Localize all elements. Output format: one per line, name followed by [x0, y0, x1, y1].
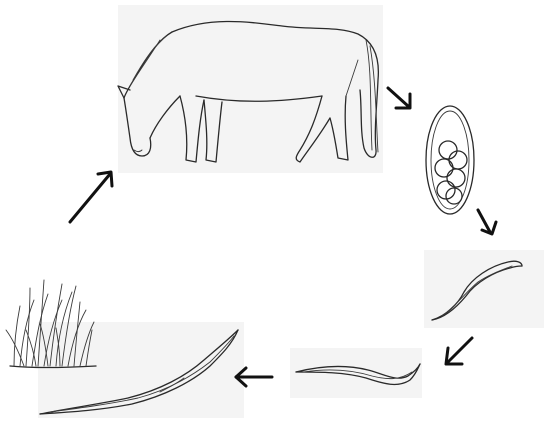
parasite-egg-icon	[426, 106, 474, 214]
arrow-larva-l2-to-larva-l3	[236, 368, 272, 386]
arrow-down-left-icon	[446, 338, 472, 364]
arrow-up-right-icon	[70, 172, 112, 222]
first-stage-larva-icon	[424, 250, 544, 328]
arrow-horse-to-egg	[388, 88, 410, 108]
arrow-pasture-to-horse	[70, 172, 112, 222]
arrow-left-icon	[236, 368, 272, 386]
infective-larva-icon	[38, 322, 244, 418]
arrow-egg-to-larva-l1	[478, 210, 496, 234]
arrow-down-right-icon	[478, 210, 496, 234]
arrow-larva-l1-to-larva-l2	[446, 338, 472, 364]
second-stage-larva-icon	[290, 348, 422, 398]
grazing-horse-icon	[118, 5, 383, 173]
arrow-down-right-icon	[388, 88, 410, 108]
